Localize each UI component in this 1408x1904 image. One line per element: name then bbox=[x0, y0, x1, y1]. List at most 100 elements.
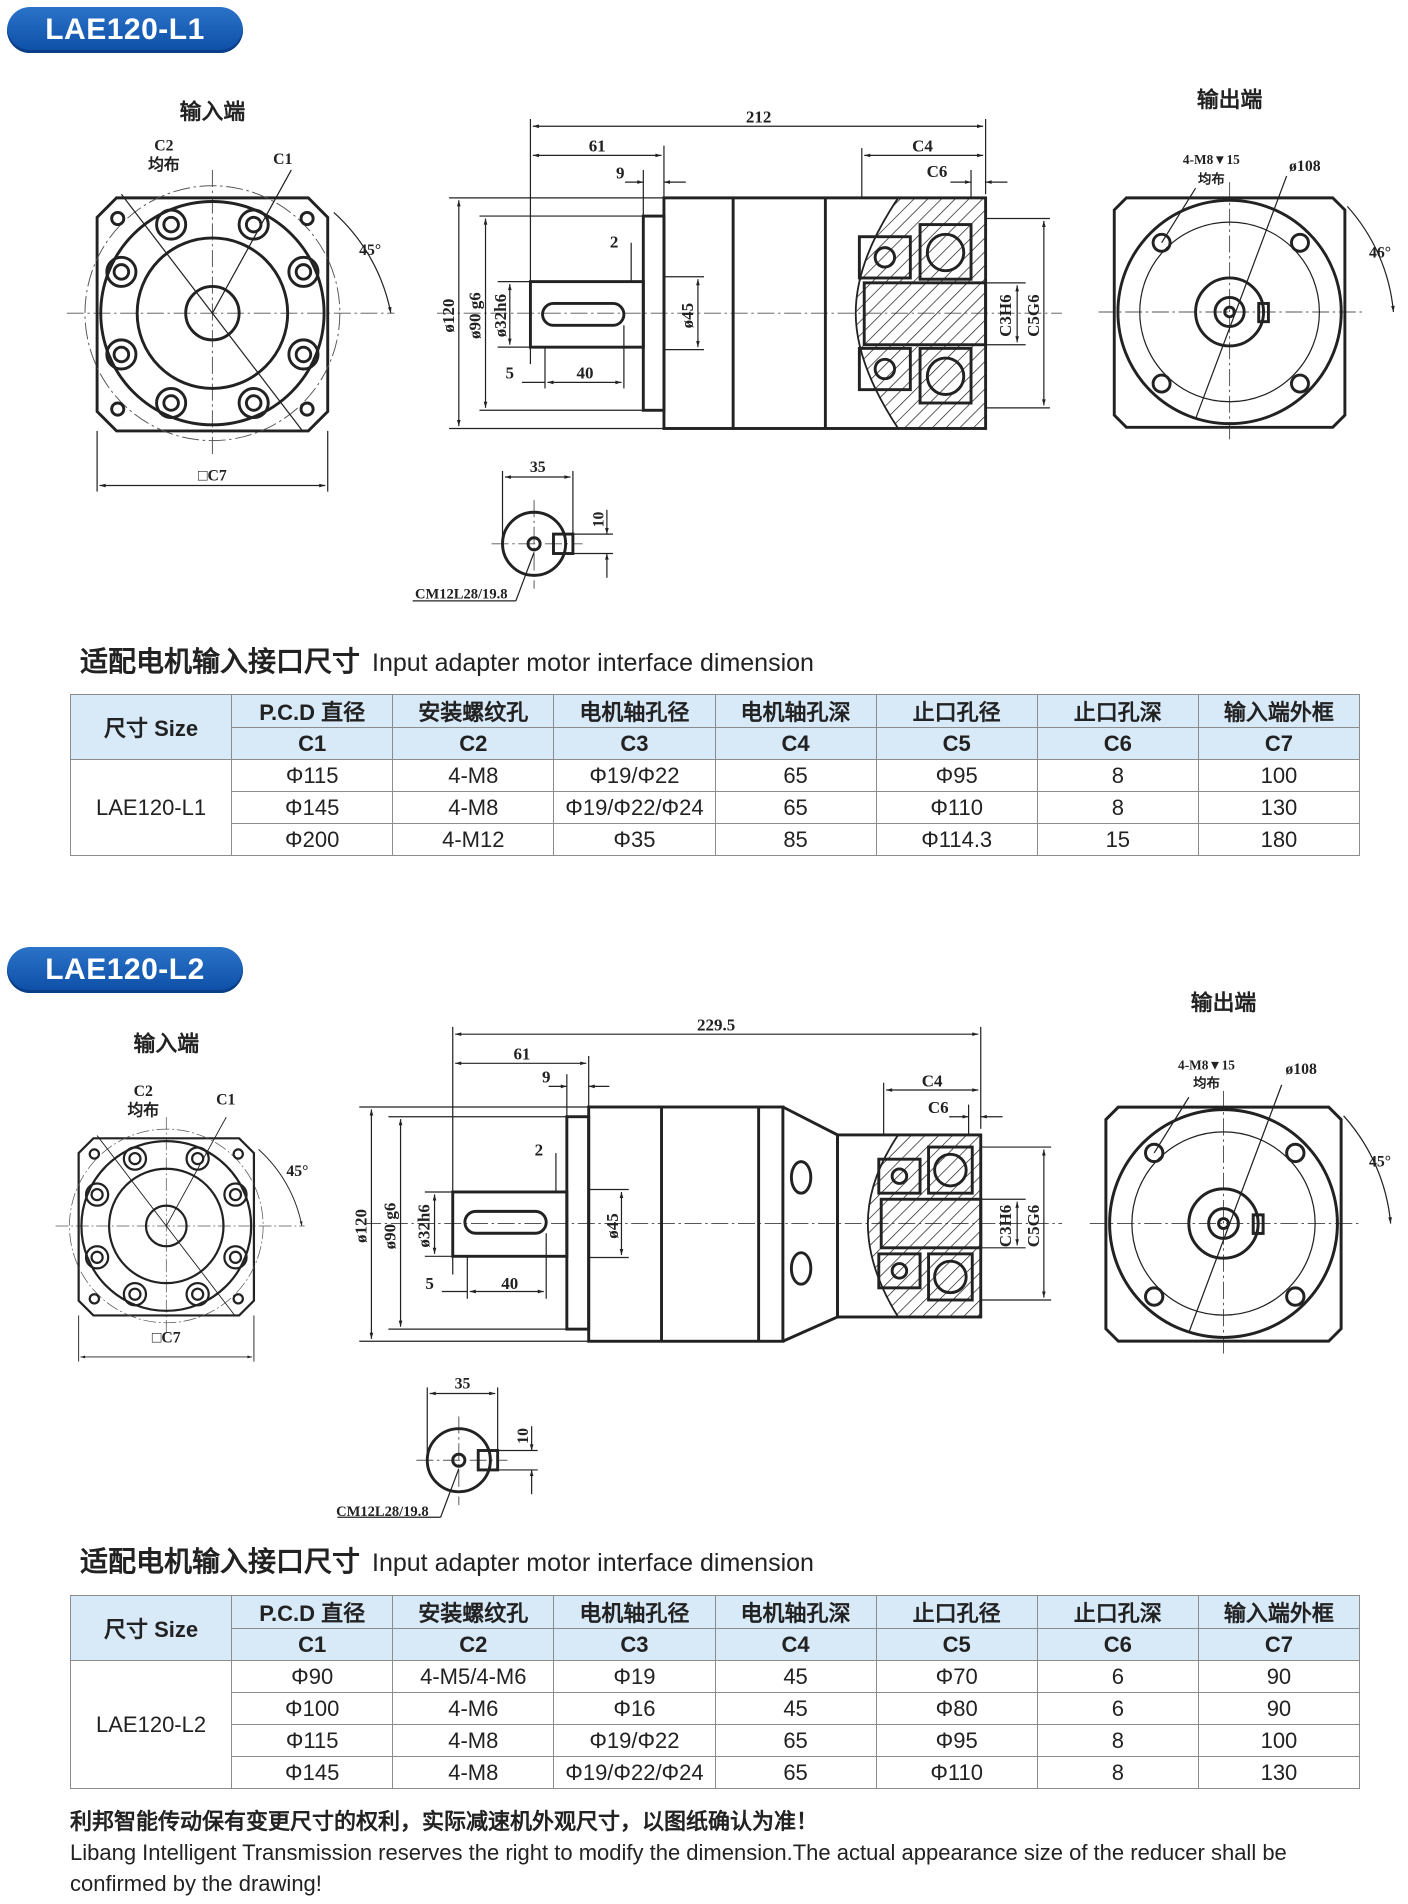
dim-c3h6: C3H6 bbox=[996, 294, 1015, 336]
table-cell: Φ19/Φ22 bbox=[553, 1724, 716, 1757]
column-code: C1 bbox=[231, 1628, 394, 1661]
c2-label: C2 bbox=[154, 138, 173, 155]
dim-d32: ø32h6 bbox=[491, 294, 510, 337]
l1-output-end-view: 输出端 4-M8▼15 均布 ø108 46° bbox=[1098, 87, 1393, 443]
table-cell: Φ19/Φ22/Φ24 bbox=[553, 791, 716, 824]
column-header: 电机轴孔深 bbox=[714, 694, 877, 728]
column-header: 安装螺纹孔 bbox=[392, 694, 555, 728]
dim-2: 2 bbox=[535, 1141, 544, 1160]
column-header: 止口孔深 bbox=[1036, 694, 1199, 728]
table-cell: 4-M5/4-M6 bbox=[392, 1660, 555, 1693]
table-cell: 4-M8 bbox=[392, 1756, 555, 1789]
column-header: 安装螺纹孔 bbox=[392, 1595, 555, 1629]
table-cell: 45 bbox=[714, 1692, 877, 1725]
angle-out-label: 45° bbox=[1369, 1153, 1391, 1170]
table-cell: 100 bbox=[1197, 1724, 1361, 1757]
dim-c4: C4 bbox=[912, 137, 933, 156]
dim-c3h6: C3H6 bbox=[996, 1205, 1015, 1247]
table-cell: Φ19/Φ22/Φ24 bbox=[553, 1756, 716, 1789]
table-cell: Φ90 bbox=[231, 1660, 394, 1693]
dim-9: 9 bbox=[616, 163, 625, 182]
key-spec-label: CM12L28/19.8 bbox=[415, 586, 508, 602]
angle-label: 45° bbox=[359, 242, 381, 259]
holes-evenly-label: 均布 bbox=[1198, 170, 1225, 186]
d108-label: ø108 bbox=[1289, 158, 1321, 175]
column-header: 输入端外框 bbox=[1197, 694, 1361, 728]
table-title-l2: 适配电机输入接口尺寸 Input adapter motor interface … bbox=[80, 1540, 814, 1580]
key-spec-label: CM12L28/19.8 bbox=[336, 1504, 429, 1520]
table-cell: 8 bbox=[1036, 759, 1199, 792]
model-badge-l2: LAE120-L2 bbox=[7, 947, 243, 993]
l1-side-section-view: 212 61 9 C4 C6 2 5 40 ø120 ø90 g6 ø32h6 … bbox=[436, 108, 1063, 430]
dim-c5g6: C5G6 bbox=[1024, 1205, 1043, 1247]
column-code: C5 bbox=[875, 727, 1038, 760]
l2-output-end-view: 输出端 4-M8▼15 均布 ø108 45° bbox=[1090, 990, 1391, 1357]
l1-input-end-view: 输入端 C2 均布 C1 45° □C7 bbox=[67, 99, 395, 492]
column-code: C1 bbox=[231, 727, 394, 760]
disclaimer-en: Libang Intelligent Transmission reserves… bbox=[70, 1840, 1287, 1896]
l2-side-section-view: 229.5 61 9 C4 C6 2 5 40 ø120 ø90 g6 ø32h… bbox=[352, 1016, 1063, 1343]
column-header: 止口孔径 bbox=[875, 694, 1038, 728]
table-cell: Φ95 bbox=[875, 759, 1038, 792]
dim-d90: ø90 g6 bbox=[466, 292, 485, 339]
column-code: C3 bbox=[553, 727, 716, 760]
model-cell: LAE120-L1 bbox=[69, 759, 233, 856]
column-header: 电机轴孔深 bbox=[714, 1595, 877, 1629]
column-code: C7 bbox=[1197, 727, 1361, 760]
table-cell: Φ70 bbox=[875, 1660, 1038, 1693]
dim-c5g6: C5G6 bbox=[1024, 294, 1043, 336]
table-cell: 4-M12 bbox=[392, 823, 555, 856]
holes-label: 4-M8▼15 bbox=[1183, 152, 1240, 167]
total-length-dim: 229.5 bbox=[697, 1016, 735, 1035]
dim-c6: C6 bbox=[928, 1098, 949, 1117]
table-cell: 180 bbox=[1197, 823, 1361, 856]
column-header: 止口孔深 bbox=[1036, 1595, 1199, 1629]
c7-label: □C7 bbox=[152, 1329, 181, 1346]
size-header: 尺寸 Size bbox=[69, 694, 233, 760]
column-code: C7 bbox=[1197, 1628, 1361, 1661]
column-header: 止口孔径 bbox=[875, 1595, 1038, 1629]
table-cell: Φ19 bbox=[553, 1660, 716, 1693]
l1-shaft-key-view: 35 10 CM12L28/19.8 bbox=[413, 459, 613, 602]
table-cell: 4-M8 bbox=[392, 1724, 555, 1757]
table-cell: Φ200 bbox=[231, 823, 394, 856]
table-cell: Φ35 bbox=[553, 823, 716, 856]
table-cell: 8 bbox=[1036, 1724, 1199, 1757]
evenly-label: 均布 bbox=[148, 155, 180, 174]
table-cell: 65 bbox=[714, 791, 877, 824]
table-cell: 65 bbox=[714, 759, 877, 792]
dim-d120: ø120 bbox=[439, 299, 458, 333]
column-code: C6 bbox=[1036, 1628, 1199, 1661]
dim-61: 61 bbox=[589, 137, 606, 156]
model-badge-l1: LAE120-L1 bbox=[7, 7, 243, 53]
key-width-label: 35 bbox=[530, 459, 546, 476]
disclaimer: 利邦智能传动保有变更尺寸的权利，实际减速机外观尺寸，以图纸确认为准！ Liban… bbox=[70, 1806, 1370, 1899]
table-cell: 90 bbox=[1197, 1660, 1361, 1693]
column-code: C6 bbox=[1036, 727, 1199, 760]
table-title-en: Input adapter motor interface dimension bbox=[372, 1549, 814, 1577]
c7-label: □C7 bbox=[198, 468, 227, 485]
table-cell: 4-M8 bbox=[392, 759, 555, 792]
dim-5: 5 bbox=[506, 364, 515, 383]
table-cell: Φ145 bbox=[231, 1756, 394, 1789]
input-end-label: 输入端 bbox=[180, 99, 246, 124]
dim-d45: ø45 bbox=[678, 303, 697, 328]
table-title-cn: 适配电机输入接口尺寸 bbox=[80, 1546, 361, 1577]
dim-40: 40 bbox=[501, 1274, 518, 1293]
output-end-label: 输出端 bbox=[1197, 87, 1263, 112]
dim-d45: ø45 bbox=[603, 1213, 622, 1238]
dim-d90: ø90 g6 bbox=[381, 1203, 400, 1250]
column-code: C4 bbox=[714, 727, 877, 760]
column-code: C5 bbox=[875, 1628, 1038, 1661]
table-cell: 6 bbox=[1036, 1660, 1199, 1693]
table-cell: 65 bbox=[714, 1756, 877, 1789]
c1-label: C1 bbox=[216, 1092, 235, 1109]
input-end-label: 输入端 bbox=[134, 1031, 200, 1056]
